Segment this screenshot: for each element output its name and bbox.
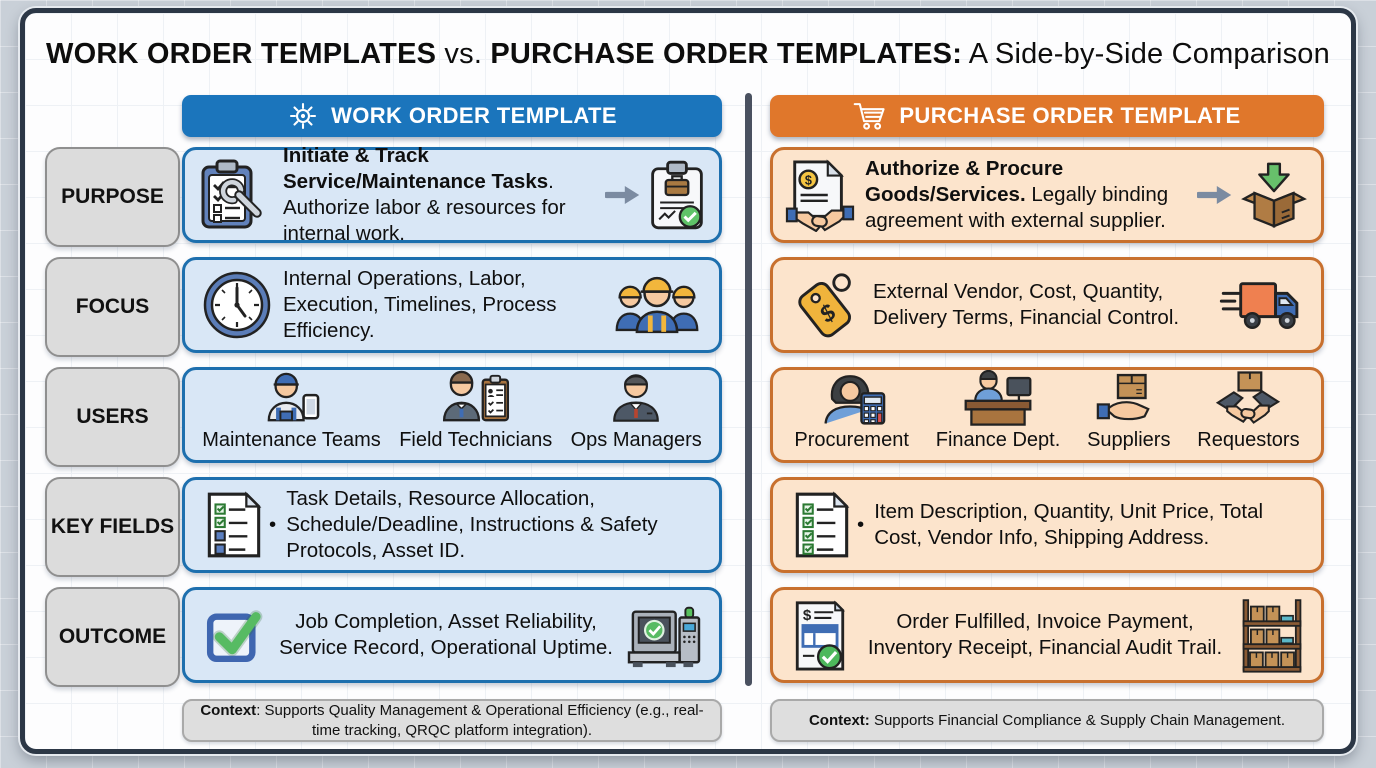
context-text: : Supports Quality Management & Operatio… [256,702,704,739]
user-item-finance-dept: Finance Dept. [935,370,1061,456]
user-item-suppliers: Suppliers [1087,373,1171,456]
row-label-focus: FOCUS [45,257,180,357]
maintenance-worker-icon [261,370,323,426]
user-label: Ops Managers [570,429,702,451]
user-label: Procurement [794,429,909,451]
work-order-purpose-text: Initiate & Track Service/Maintenance Tas… [273,143,599,246]
work-order-key-fields-text: Task Details, Resource Allocation, Sched… [286,487,658,562]
row-label-outcome: OUTCOME [45,587,180,687]
purchase-order-outcome-text: Order Fulfilled, Invoice Payment, Invent… [867,610,1223,659]
title-part: A Side-by-Side Comparison [962,38,1330,70]
row-label-purpose: PURPOSE [45,147,180,247]
title-part: PURCHASE ORDER TEMPLATES: [490,38,963,70]
checklist-document-icon [789,488,855,562]
purpose-bold-text: Initiate & Track Service/Maintenance Tas… [283,144,549,194]
checkbox-check-icon [201,602,267,668]
user-label: Field Technicians [399,429,553,451]
title-part: WORK ORDER TEMPLATES [46,38,437,70]
work-order-users-row: Maintenance Teams Field Technicians [182,367,722,463]
purchase-order-key-fields-text: Item Description, Quantity, Unit Price, … [874,500,1264,549]
clipboard-check-icon [647,159,707,231]
user-item-procurement: Procurement [794,374,909,456]
gear-icon [287,100,319,132]
context-text: Supports Financial Compliance & Supply C… [869,711,1286,729]
work-order-key-fields-row: • Task Details, Resource Allocation, Sch… [182,477,722,573]
delivery-truck-icon [1219,274,1305,336]
work-order-focus-text: Internal Operations, Labor, Execution, T… [283,267,557,342]
arrow-right-icon [605,184,641,206]
warehouse-shelf-icon [1239,597,1305,673]
user-item-requestors: Requestors [1197,371,1300,456]
purchase-order-focus-row: $ External Vendor, Cost, Quantity, Deliv… [770,257,1324,353]
purchase-order-purpose-row: $ Authorize & Procure Goods/Services. Le… [770,147,1324,243]
purchase-order-focus-text: External Vendor, Cost, Quantity, Deliver… [873,280,1180,329]
machine-icon [625,600,703,670]
user-item-field-technicians: Field Technicians [399,370,553,456]
svg-text:$: $ [805,173,812,187]
row-label-key-fields: KEY FIELDS [45,477,180,577]
open-box-arrow-icon [1239,160,1309,230]
page-title: WORK ORDER TEMPLATES vs. PURCHASE ORDER … [0,38,1376,71]
column-divider [745,93,752,686]
price-tag-icon: $ [789,269,863,341]
technician-clipboard-icon [438,370,514,426]
user-label: Requestors [1197,429,1300,451]
user-label: Finance Dept. [935,429,1061,451]
purchase-order-outcome-row: $ Order Fulfilled, Invoice Payment, Inve… [770,587,1324,683]
handshake-box-icon [1214,370,1282,426]
procurement-person-calculator-icon [818,370,886,426]
shopping-cart-icon [853,100,887,132]
user-item-maintenance-teams: Maintenance Teams [202,372,381,456]
purchase-order-context-note: Context: Supports Financial Compliance &… [770,699,1324,742]
row-label-users: USERS [45,367,180,467]
arrow-right-icon [1197,184,1233,206]
purpose-rest-text: . Authorize labor & resources for intern… [283,170,566,245]
purchase-order-purpose-text: Authorize & Procure Goods/Services. Lega… [855,156,1191,233]
work-order-purpose-row: Initiate & Track Service/Maintenance Tas… [182,144,722,245]
svg-text:$: $ [803,607,812,624]
user-label: Maintenance Teams [202,429,381,451]
user-item-ops-managers: Ops Managers [571,374,702,456]
work-order-header-label: WORK ORDER TEMPLATE [331,103,617,128]
bullet-point: • [857,513,865,536]
checklist-document-icon [201,488,267,562]
work-order-context-note: Context: Supports Quality Management & O… [182,699,722,742]
clipboard-wrench-icon [197,157,273,233]
purchase-order-users-row: Procurement Finance Dept. [770,367,1324,463]
work-order-outcome-text: Job Completion, Asset Reliability, Servi… [279,610,613,659]
purpose-bold-text: Authorize & Procure Goods/Services. [865,157,1064,207]
bullet-point: • [269,513,277,536]
context-label: Context [200,702,257,719]
invoice-check-icon: $ [789,599,851,671]
purchase-order-header-label: PURCHASE ORDER TEMPLATE [899,103,1241,128]
clock-icon [201,269,273,341]
work-order-outcome-row: Job Completion, Asset Reliability, Servi… [182,587,722,683]
purchase-order-key-fields-row: • Item Description, Quantity, Unit Price… [770,477,1324,573]
work-order-focus-row: Internal Operations, Labor, Execution, T… [182,257,722,353]
title-part: vs. [436,38,491,70]
context-label: Context: [808,711,870,729]
purchase-order-header: PURCHASE ORDER TEMPLATE [770,95,1324,137]
work-order-header: WORK ORDER TEMPLATE [182,95,722,137]
purpose-rest-text: Legally binding agreement with external … [865,183,1169,232]
construction-workers-icon [611,270,703,340]
hand-holding-box-icon [1096,370,1162,426]
finance-desk-icon [960,370,1036,426]
manager-icon [607,370,665,426]
contract-handshake-icon: $ [785,158,855,232]
user-label: Suppliers [1087,429,1171,451]
